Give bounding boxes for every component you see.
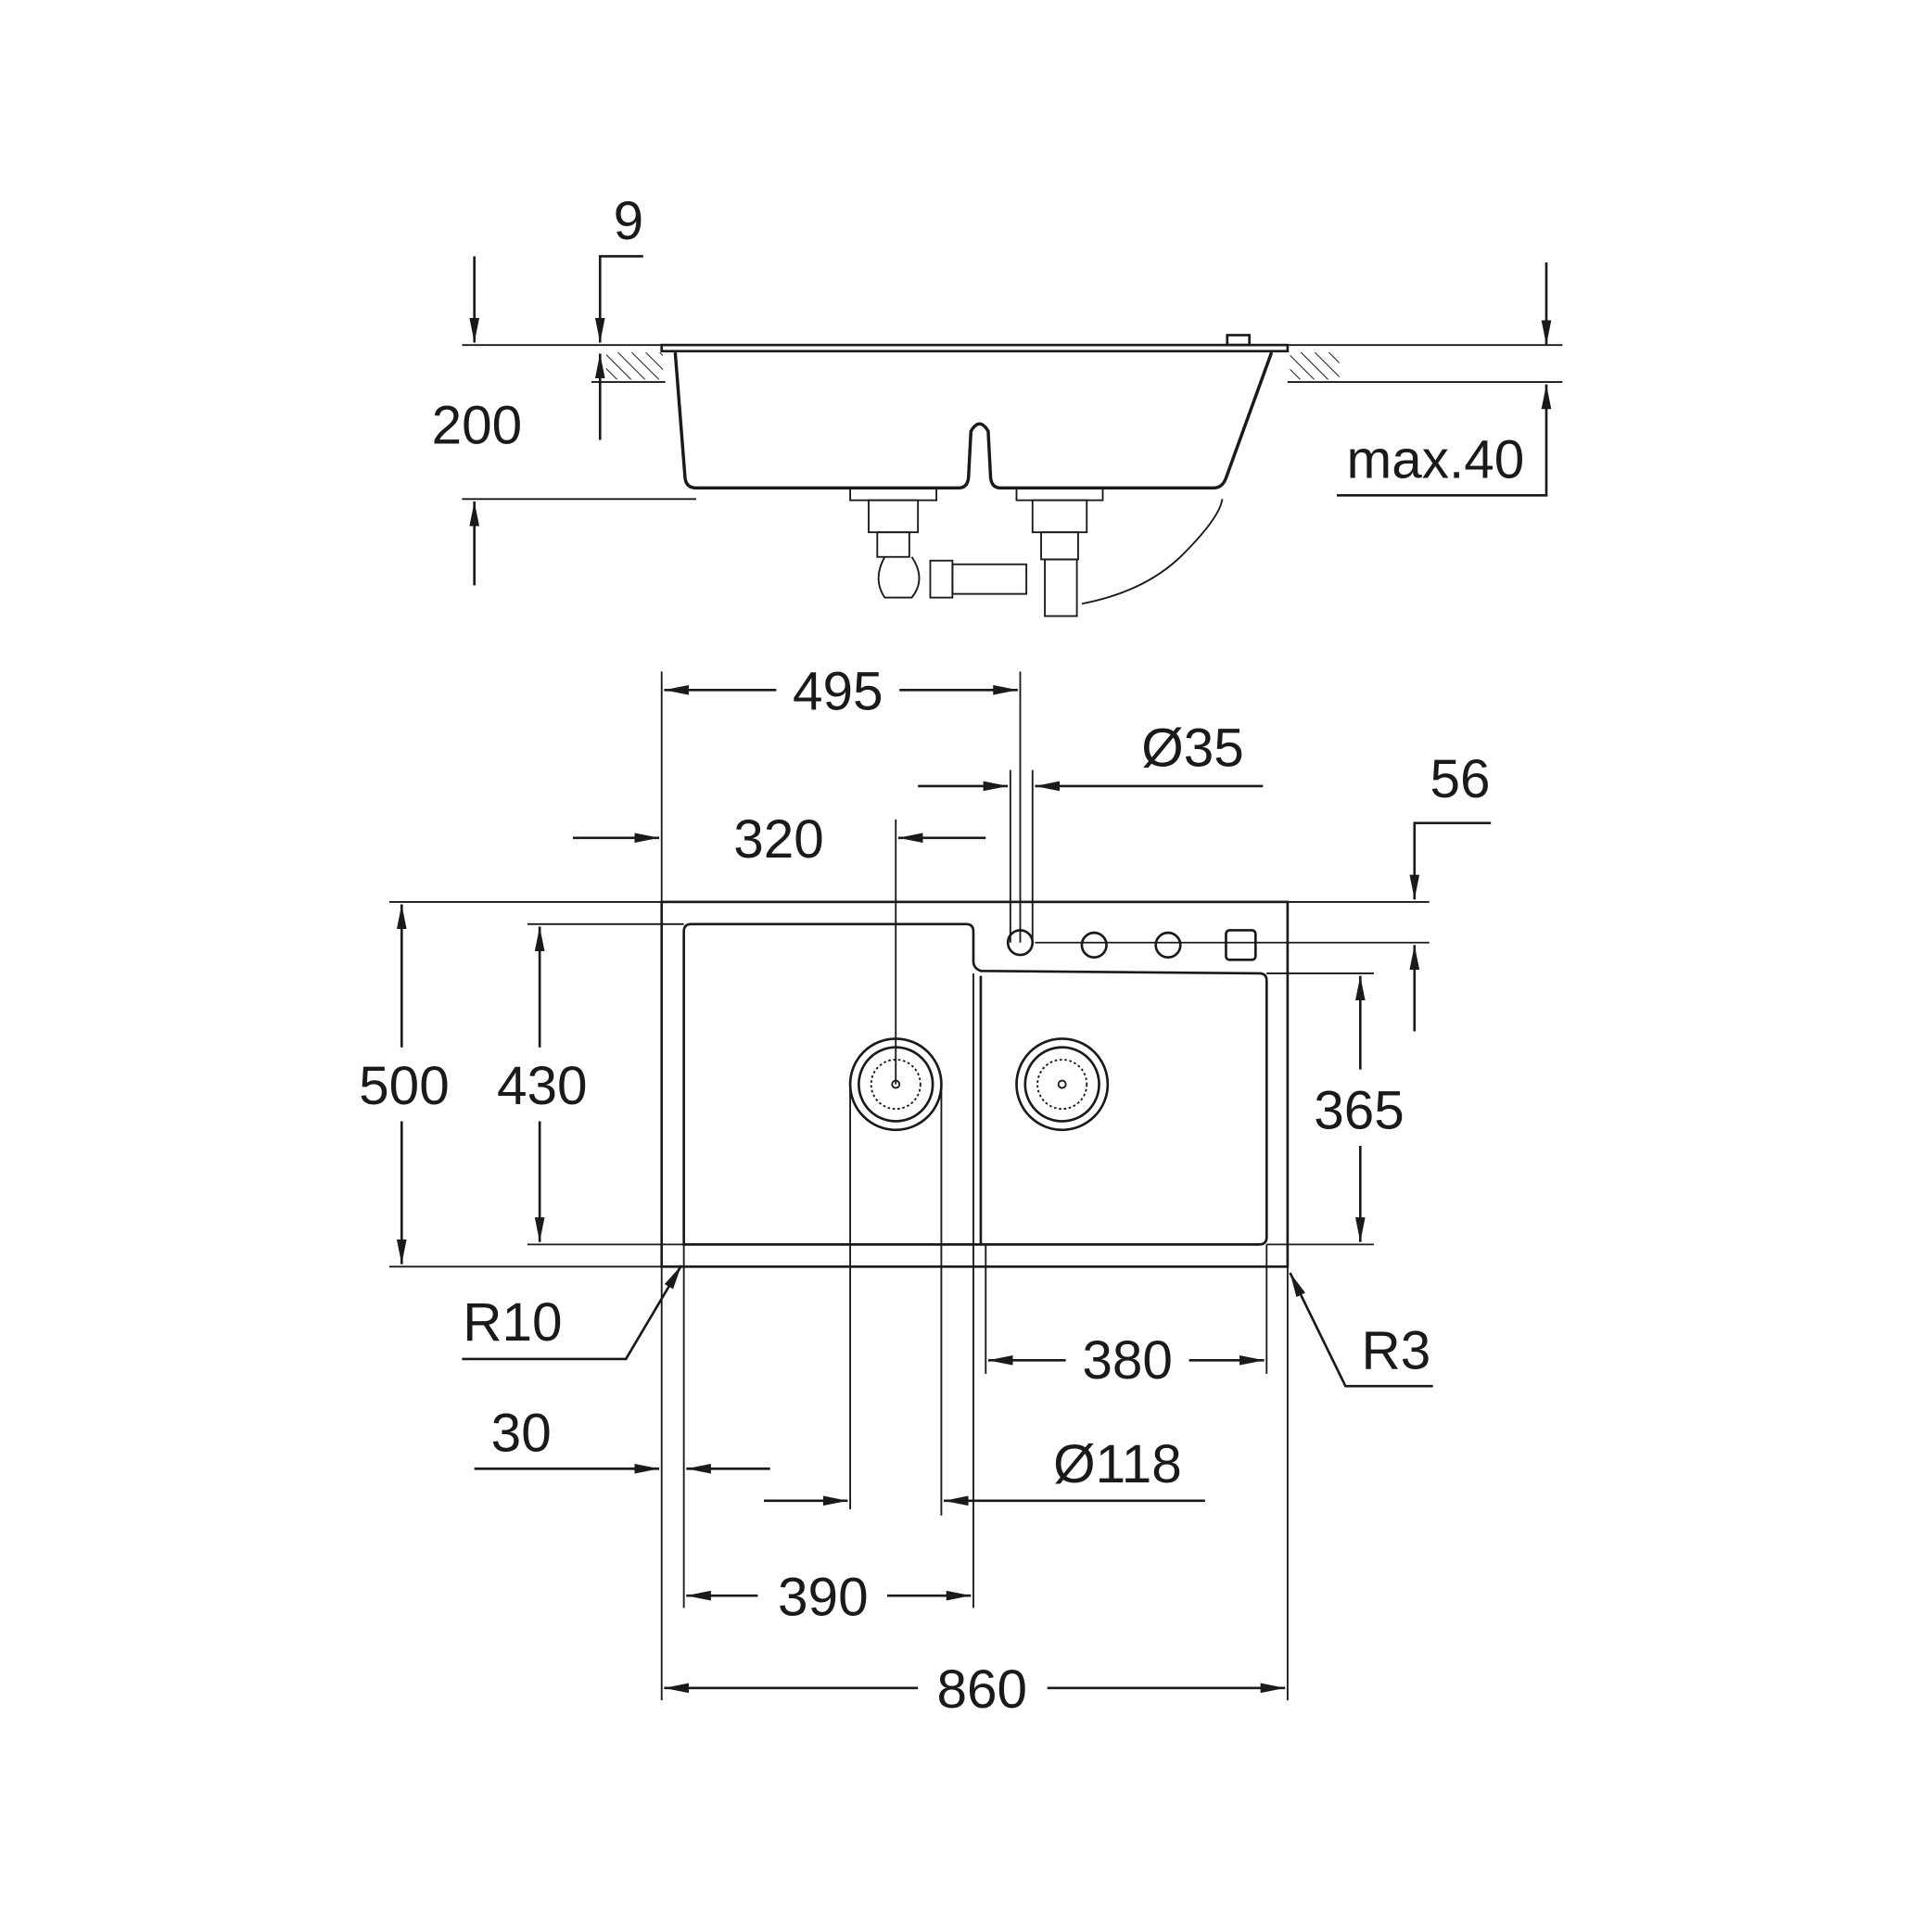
sink-bowl-profile (673, 351, 1274, 490)
dim-rim-9: 9 (614, 191, 644, 251)
dim-390: 390 (778, 1567, 869, 1627)
dim-r3: R3 (1361, 1321, 1430, 1381)
dim-56: 56 (1430, 749, 1490, 809)
plan-view: 495 Ø35 56 320 500 430 365 (359, 662, 1492, 1720)
countertop-hatch-left (605, 352, 664, 380)
side-view: 200 9 max.40 (432, 191, 1563, 617)
accessory-hole-2 (1154, 931, 1182, 960)
dim-r10: R10 (463, 1292, 562, 1353)
drain-right (1015, 1037, 1110, 1132)
dim-500: 500 (359, 1056, 450, 1116)
accessory-hole-1 (1080, 931, 1108, 960)
dim-380: 380 (1082, 1330, 1173, 1391)
dim-495: 495 (793, 662, 883, 722)
overflow-button (1225, 929, 1257, 961)
dim-860: 860 (936, 1659, 1027, 1720)
dim-height-200: 200 (432, 395, 523, 455)
dim-320: 320 (733, 809, 824, 870)
dim-30: 30 (491, 1404, 552, 1464)
dim-countertop-max40: max.40 (1347, 430, 1525, 490)
left-bowl (682, 922, 1268, 1246)
countertop-hatch-right (1290, 352, 1340, 380)
dim-430: 430 (497, 1056, 588, 1116)
drain-assembly (849, 487, 1224, 617)
dim-drain-118: Ø118 (1053, 1434, 1182, 1494)
dim-tap-hole-35: Ø35 (1141, 718, 1244, 779)
dim-365: 365 (1314, 1080, 1405, 1140)
